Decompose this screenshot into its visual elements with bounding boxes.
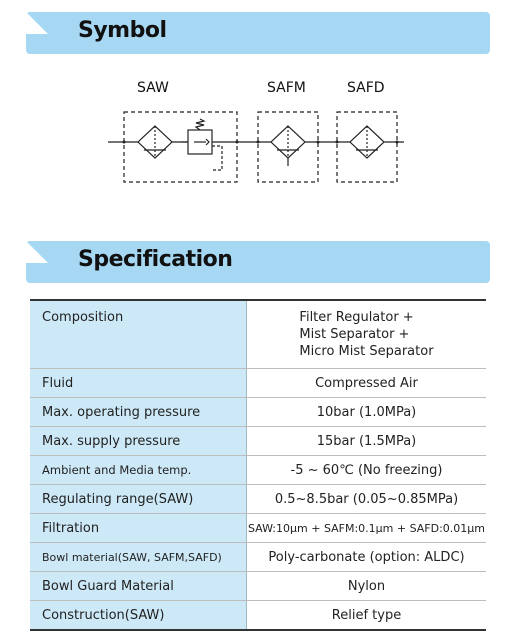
- symbol-label-safd: SAFD: [347, 80, 385, 96]
- table-row: Max. supply pressure 15bar (1.5MPa): [30, 426, 486, 456]
- safd-unit-outline: [336, 111, 398, 183]
- spec-label: Max. operating pressure: [30, 397, 247, 427]
- spec-value: Nylon: [246, 571, 486, 601]
- table-row: Bowl material(SAW, SAFM,SAFD) Poly-carbo…: [30, 542, 486, 572]
- regulator-spring: [194, 118, 206, 131]
- spec-label: Construction(SAW): [30, 600, 247, 631]
- table-row: Construction(SAW) Relief type: [30, 600, 486, 631]
- spec-value: 10bar (1.0MPa): [246, 397, 486, 427]
- spec-value: Compressed Air: [246, 368, 486, 398]
- spec-label: Composition: [30, 299, 247, 369]
- spec-value: 0.5~8.5bar (0.05~0.85MPa): [246, 484, 486, 514]
- spec-value-line: Micro Mist Separator: [299, 344, 434, 359]
- spec-label: Ambient and Media temp.: [30, 455, 247, 485]
- table-row: Regulating range(SAW) 0.5~8.5bar (0.05~0…: [30, 484, 486, 514]
- spec-value-line: Mist Separator +: [299, 327, 410, 342]
- banner-corner-decoration: [26, 241, 48, 263]
- spec-value: Filter Regulator + Mist Separator + Micr…: [246, 299, 486, 369]
- banner-corner-decoration: [26, 12, 48, 34]
- table-row: Ambient and Media temp. -5 ~ 60℃ (No fre…: [30, 455, 486, 485]
- table-row: Fluid Compressed Air: [30, 368, 486, 398]
- table-row: Bowl Guard Material Nylon: [30, 571, 486, 601]
- specification-section-header: Specification: [26, 241, 490, 283]
- table-row: Composition Filter Regulator + Mist Sepa…: [30, 299, 486, 369]
- spec-value-line: Filter Regulator +: [299, 310, 414, 325]
- specification-section-title: Specification: [78, 247, 233, 272]
- symbol-diagram: [108, 111, 404, 183]
- pneumatic-symbols: SAW SAFM SAFD: [0, 70, 506, 200]
- spec-value: 15bar (1.5MPa): [246, 426, 486, 456]
- saw-unit-outline: [123, 111, 238, 183]
- spec-value: Relief type: [246, 600, 486, 631]
- table-row: Max. operating pressure 10bar (1.0MPa): [30, 397, 486, 427]
- safm-unit-outline: [257, 111, 319, 183]
- spec-label: Filtration: [30, 513, 247, 543]
- spec-label: Bowl material(SAW, SAFM,SAFD): [30, 542, 247, 572]
- specification-table: Composition Filter Regulator + Mist Sepa…: [30, 299, 486, 631]
- symbol-label-safm: SAFM: [267, 80, 306, 96]
- spec-label: Max. supply pressure: [30, 426, 247, 456]
- symbol-section-title: Symbol: [78, 18, 167, 43]
- spec-value: Poly-carbonate (option: ALDC): [246, 542, 486, 572]
- spec-label: Fluid: [30, 368, 247, 398]
- symbol-section-header: Symbol: [26, 12, 490, 54]
- symbol-label-saw: SAW: [137, 80, 169, 96]
- spec-label: Bowl Guard Material: [30, 571, 247, 601]
- spec-value: SAW:10μm + SAFM:0.1μm + SAFD:0.01μm: [246, 513, 486, 543]
- table-row: Filtration SAW:10μm + SAFM:0.1μm + SAFD:…: [30, 513, 486, 543]
- spec-label: Regulating range(SAW): [30, 484, 247, 514]
- spec-value: -5 ~ 60℃ (No freezing): [246, 455, 486, 485]
